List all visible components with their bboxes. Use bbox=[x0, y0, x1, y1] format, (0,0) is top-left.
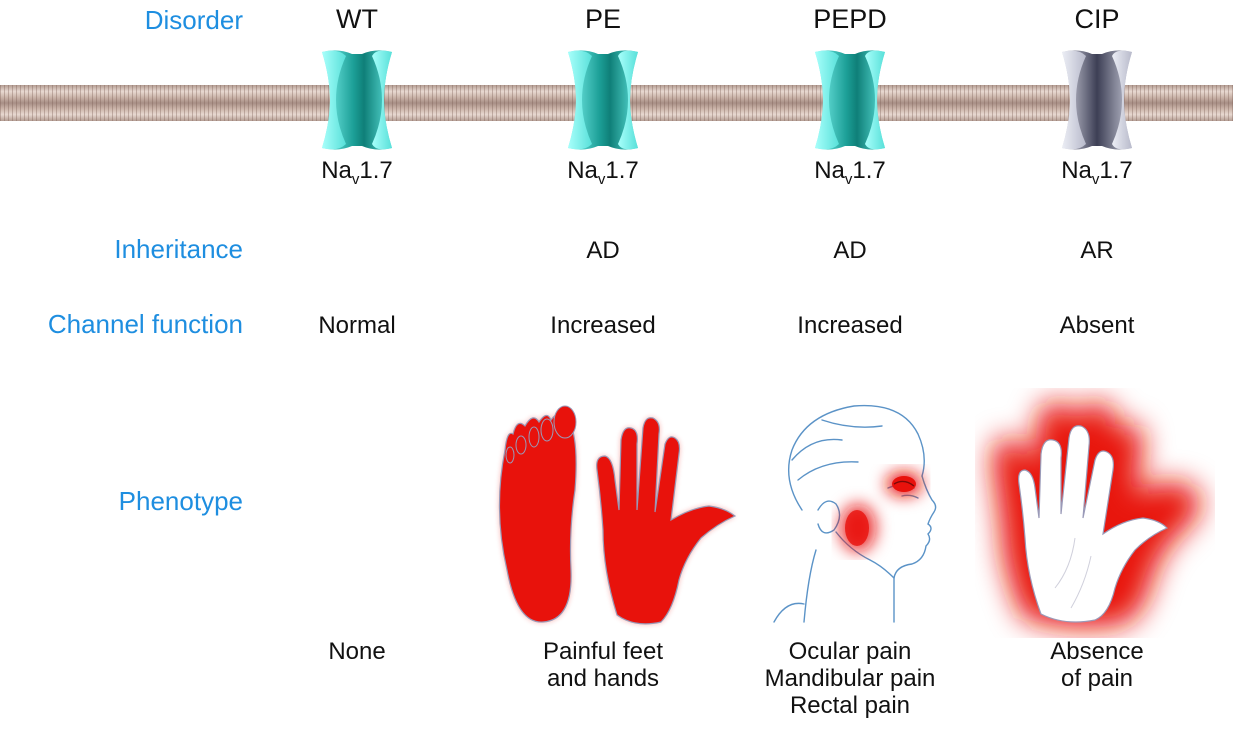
nav17-channel-pe bbox=[568, 50, 638, 150]
disorder-pepd: PEPD bbox=[813, 4, 887, 34]
phenotype-pe: Painful feet and hands bbox=[483, 638, 723, 692]
row-label-channel-function: Channel function bbox=[47, 309, 243, 339]
row-label-disorder: Disorder bbox=[144, 5, 243, 35]
phenotype-line: and hands bbox=[546, 665, 660, 692]
channel-label-pe: Nav1.7 bbox=[567, 157, 639, 188]
row-label-phenotype: Phenotype bbox=[118, 486, 243, 516]
channel-label-pepd: Nav1.7 bbox=[814, 157, 886, 188]
inheritance-pepd: AD bbox=[833, 237, 867, 264]
inheritance-pe: AD bbox=[586, 237, 620, 264]
phenotype-line: Absence bbox=[1050, 638, 1144, 665]
phenotype-line: Ocular pain bbox=[788, 638, 912, 665]
pe-foot-hand-illustration bbox=[498, 405, 737, 625]
phenotype-line: Mandibular pain bbox=[764, 665, 936, 692]
phenotype-wt: None bbox=[237, 638, 477, 665]
channel-label-wt: Nav1.7 bbox=[321, 157, 393, 188]
nav17-channel-wt bbox=[322, 50, 392, 150]
phenotype-pepd: Ocular pain Mandibular pain Rectal pain bbox=[730, 638, 970, 719]
phenotype-line: Painful feet bbox=[542, 638, 664, 665]
disorder-pe: PE bbox=[584, 4, 622, 34]
cip-hand-illustration bbox=[992, 401, 1201, 628]
row-label-inheritance: Inheritance bbox=[114, 234, 243, 264]
function-cip: Absent bbox=[1059, 312, 1135, 339]
phenotype-line: of pain bbox=[1060, 665, 1134, 692]
pepd-head-illustration bbox=[773, 404, 937, 623]
nav17-channel-pepd bbox=[815, 50, 885, 150]
phenotype-cip: Absence of pain bbox=[977, 638, 1217, 692]
inheritance-cip: AR bbox=[1080, 237, 1114, 264]
phenotype-line: Rectal pain bbox=[789, 692, 911, 719]
nav17-channel-cip bbox=[1062, 50, 1132, 150]
function-pe: Increased bbox=[550, 312, 656, 339]
disorder-cip: CIP bbox=[1074, 4, 1120, 34]
function-wt: Normal bbox=[318, 312, 396, 339]
function-pepd: Increased bbox=[797, 312, 903, 339]
channel-label-cip: Nav1.7 bbox=[1061, 157, 1133, 188]
disorder-wt: WT bbox=[336, 4, 378, 34]
phenotype-line: None bbox=[328, 638, 386, 665]
